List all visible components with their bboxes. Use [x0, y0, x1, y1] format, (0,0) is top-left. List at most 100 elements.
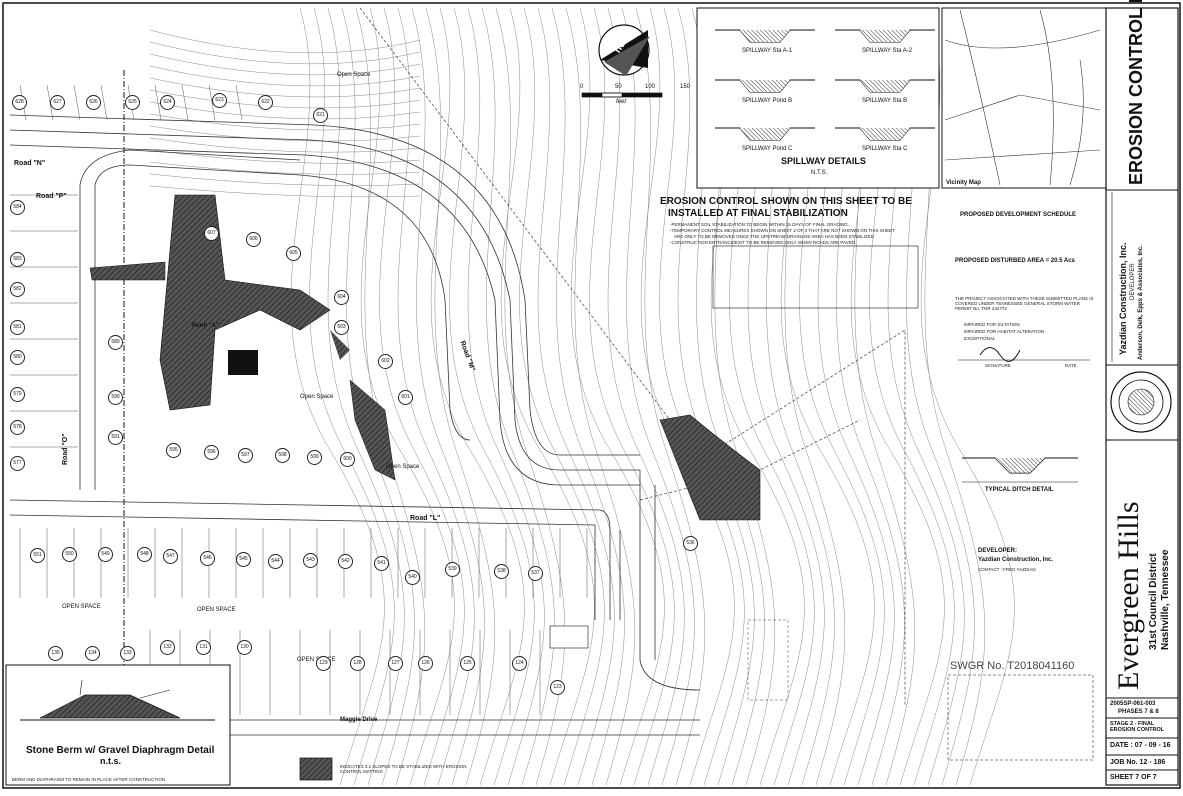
check-item: IMPAIRED FOR SILTATION — [964, 322, 1020, 327]
pond-label: Pond "A" — [192, 323, 219, 329]
lot-number: 591 — [108, 430, 123, 445]
spillway-caption: SPILLWAY Pond B — [742, 98, 793, 104]
lot-number: 538 — [494, 564, 509, 579]
contour-line — [149, 77, 421, 98]
phase-label: PHASES 7 & 8 — [1118, 709, 1159, 715]
scale-tick: 150 — [680, 84, 691, 90]
lot-number: 135 — [48, 646, 63, 661]
contour-line — [425, 7, 496, 786]
lot-number: 544 — [268, 554, 283, 569]
lot-number: 597 — [238, 448, 253, 463]
project-name: Evergreen Hills — [1112, 501, 1145, 690]
engineer-name: Anderson, Delk, Epps & Associates, Inc. — [1138, 245, 1144, 360]
spillway-caption: SPILLWAY Pond C — [742, 146, 793, 152]
contour-line — [149, 29, 421, 54]
ditch-label: TYPICAL DITCH DETAIL — [985, 487, 1054, 493]
lot-number: 601 — [398, 390, 413, 405]
contour-line — [565, 7, 636, 786]
spillway-caption: SPILLWAY Sta C — [862, 146, 908, 152]
vicinity-label: Vicinity Map — [946, 180, 981, 186]
vicinity-road — [1039, 9, 1054, 186]
lot-line — [100, 84, 108, 121]
spillway-sections — [715, 29, 935, 141]
notes-box — [712, 245, 919, 309]
lot-number: 584 — [10, 200, 25, 215]
spillway-fill — [860, 128, 910, 140]
lot-number: 590 — [108, 390, 123, 405]
berm-section — [20, 679, 215, 721]
contour-line — [309, 7, 395, 786]
lot-number: 624 — [160, 95, 175, 110]
berm-title: Stone Berm w/ Gravel Diaphragm Detail — [26, 745, 215, 756]
developer-title: DEVELOPER: — [978, 548, 1018, 554]
area-label: Open Space — [300, 394, 334, 400]
area-label: OPEN SPACE — [62, 604, 101, 610]
spillway-fill — [860, 30, 910, 42]
contour-line — [537, 7, 615, 786]
vicinity-road — [944, 149, 1101, 161]
spillway-caption: SPILLWAY Sta A-2 — [862, 48, 913, 54]
contour-line — [149, 41, 421, 65]
lot-lines — [10, 84, 588, 715]
contour-line — [495, 7, 566, 786]
contour-line — [589, 7, 675, 786]
vicinity-map-lines — [944, 9, 1101, 186]
lot-line — [235, 84, 243, 121]
signature-label: SIGNATURE — [985, 363, 1011, 368]
ditch-section — [962, 457, 1078, 483]
lot-number: 622 — [258, 95, 273, 110]
lot-number: 126 — [418, 656, 433, 671]
developer-name: Yazdian Construction, Inc. — [978, 557, 1054, 563]
lot-number: 600 — [340, 452, 355, 467]
north-arrow — [598, 24, 650, 76]
lot-number: 129 — [316, 656, 331, 671]
contour-line — [570, 7, 665, 786]
lot-number: 621 — [313, 108, 328, 123]
contour-line — [621, 7, 695, 786]
vicinity-road — [944, 29, 1101, 49]
contour-line — [149, 149, 421, 164]
spillway-subtitle: N.T.S. — [811, 170, 828, 176]
erosion-notice-line1: EROSION CONTROL SHOWN ON THIS SHEET TO B… — [660, 196, 912, 207]
contour-line — [149, 65, 421, 87]
lot-number: 133 — [120, 646, 135, 661]
lot-number: 132 — [160, 640, 175, 655]
spillway-title: SPILLWAY DETAILS — [781, 156, 866, 166]
contour-line — [149, 101, 421, 120]
contour-line — [551, 7, 625, 786]
lot-number: 604 — [334, 290, 349, 305]
contour-line — [149, 89, 421, 109]
area-label: Open Space — [337, 72, 371, 78]
date-value: DATE : 07 - 09 - 16 — [1110, 742, 1171, 749]
contour-line — [360, 7, 455, 786]
check-item: EXCEPTIONAL — [964, 336, 996, 341]
contour-line — [607, 7, 685, 786]
contour-line — [149, 113, 421, 131]
contour-line — [449, 7, 535, 786]
road-label: Road "O" — [62, 433, 69, 465]
lot-number: 603 — [334, 320, 349, 335]
project-district: 31st Council District — [1148, 553, 1159, 650]
lot-number: 578 — [10, 420, 25, 435]
lot-number: 607 — [204, 226, 219, 241]
lot-number: 625 — [125, 95, 140, 110]
spillway-fill — [740, 128, 790, 140]
legend-text: INDICATES 3:1 SLOPES TO BE STABILIZED WI… — [340, 764, 467, 774]
road-network — [9, 114, 701, 736]
berm-note: BERM AND DIAPHRAGM TO REMAIN IN PLACE AF… — [12, 777, 166, 782]
lot-number: 123 — [550, 680, 565, 695]
scale-tick: 0 — [580, 84, 584, 90]
contour-line — [500, 7, 595, 786]
scale-bar — [581, 92, 663, 98]
lot-number: 589 — [108, 335, 123, 350]
disturbed-area: PROPOSED DISTURBED AREA = 20.5 Acs — [955, 258, 1075, 264]
lot-number: 599 — [307, 450, 322, 465]
lot-number: 579 — [10, 387, 25, 402]
company-role: DEVELOPER — [1130, 263, 1136, 300]
swgr-stamp-area — [947, 674, 1094, 761]
erosion-notice-bullet: -CONSTRUCTION ENTRANCE/EXIT TO BE REMOVE… — [670, 240, 857, 245]
lot-number: 550 — [62, 547, 77, 562]
developer-contact: CONTACT : FRED YAZDIAN — [978, 567, 1036, 572]
